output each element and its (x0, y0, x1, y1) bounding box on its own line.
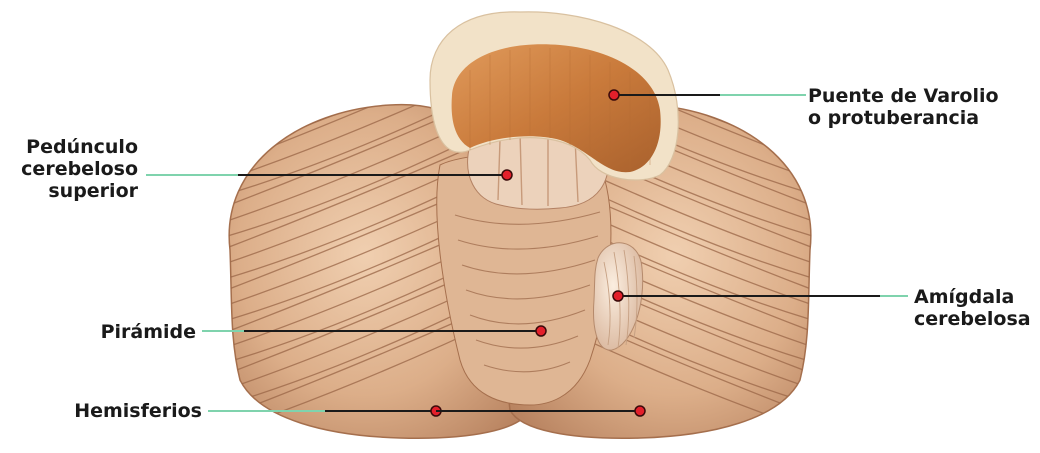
label-peduncle-line2: cerebeloso (0, 158, 138, 180)
label-pons: Puente de Varolio o protuberancia (808, 85, 999, 129)
vermis-region (437, 125, 611, 405)
label-hemispheres: Hemisferios (0, 400, 202, 422)
label-pons-line1: Puente de Varolio (808, 85, 999, 107)
marker-dot-pyramid (536, 326, 546, 336)
label-pyramid-line1: Pirámide (0, 321, 196, 343)
marker-dot-tonsil (613, 291, 623, 301)
label-tonsil-line2: cerebelosa (914, 308, 1031, 330)
marker-dot-peduncle (502, 170, 512, 180)
label-peduncle-line1: Pedúnculo (0, 136, 138, 158)
label-pons-line2: o protuberancia (808, 107, 999, 129)
label-tonsil: Amígdala cerebelosa (914, 286, 1031, 330)
label-tonsil-line1: Amígdala (914, 286, 1031, 308)
label-peduncle-line3: superior (0, 180, 138, 202)
marker-dot-pons (609, 90, 619, 100)
label-hemispheres-line1: Hemisferios (0, 400, 202, 422)
label-superior-peduncle: Pedúnculo cerebeloso superior (0, 136, 138, 202)
marker-dot-hemispheres-right (635, 406, 645, 416)
label-pyramid: Pirámide (0, 321, 196, 343)
